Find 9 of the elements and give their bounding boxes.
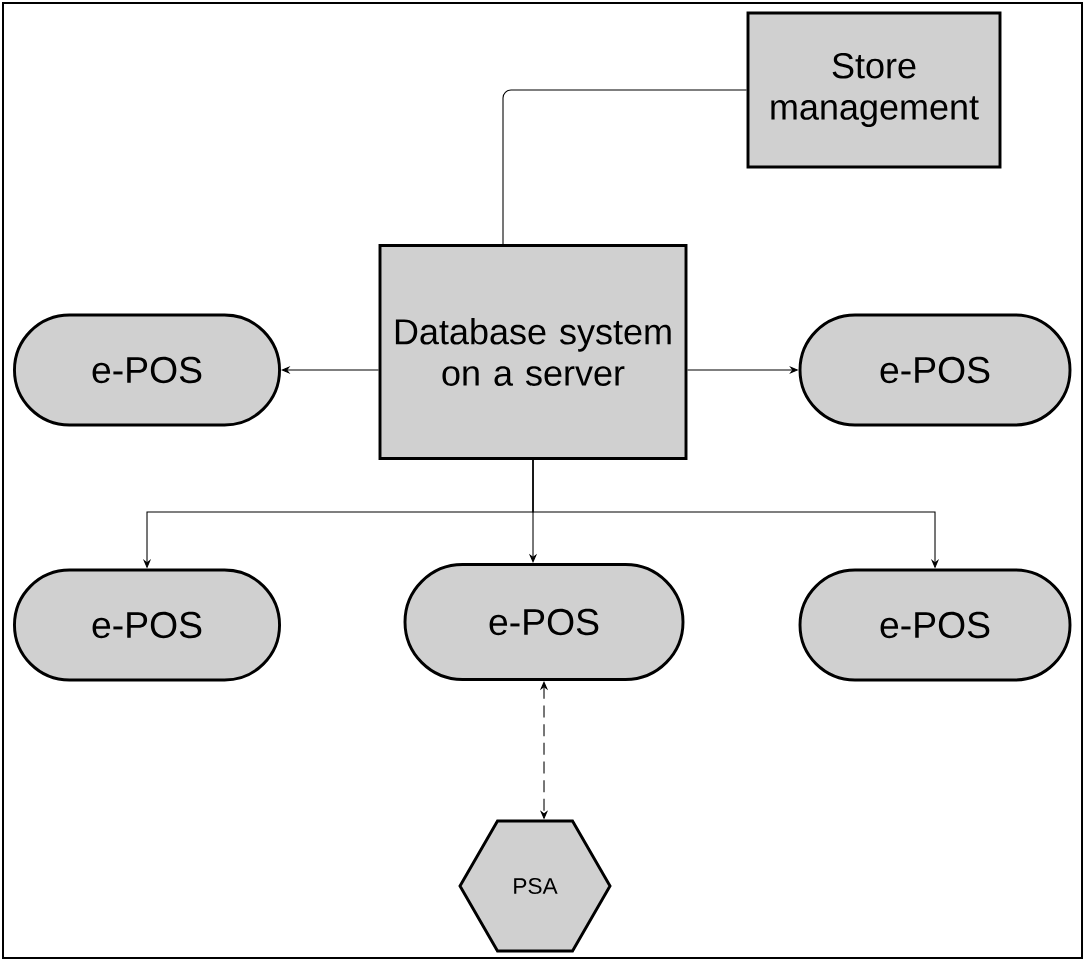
connector: [502, 89, 748, 245]
terminal-box: e-POS: [798, 313, 1072, 427]
terminal-box: e-POS: [13, 568, 281, 682]
terminal-box: e-POS: [13, 313, 281, 427]
process-box: Store management: [746, 11, 1002, 169]
terminal-box: e-POS: [403, 563, 685, 681]
terminal-box: e-POS: [798, 568, 1072, 682]
process-box: Database system on a server: [378, 244, 688, 460]
hexagon-node: PSA: [458, 819, 612, 953]
